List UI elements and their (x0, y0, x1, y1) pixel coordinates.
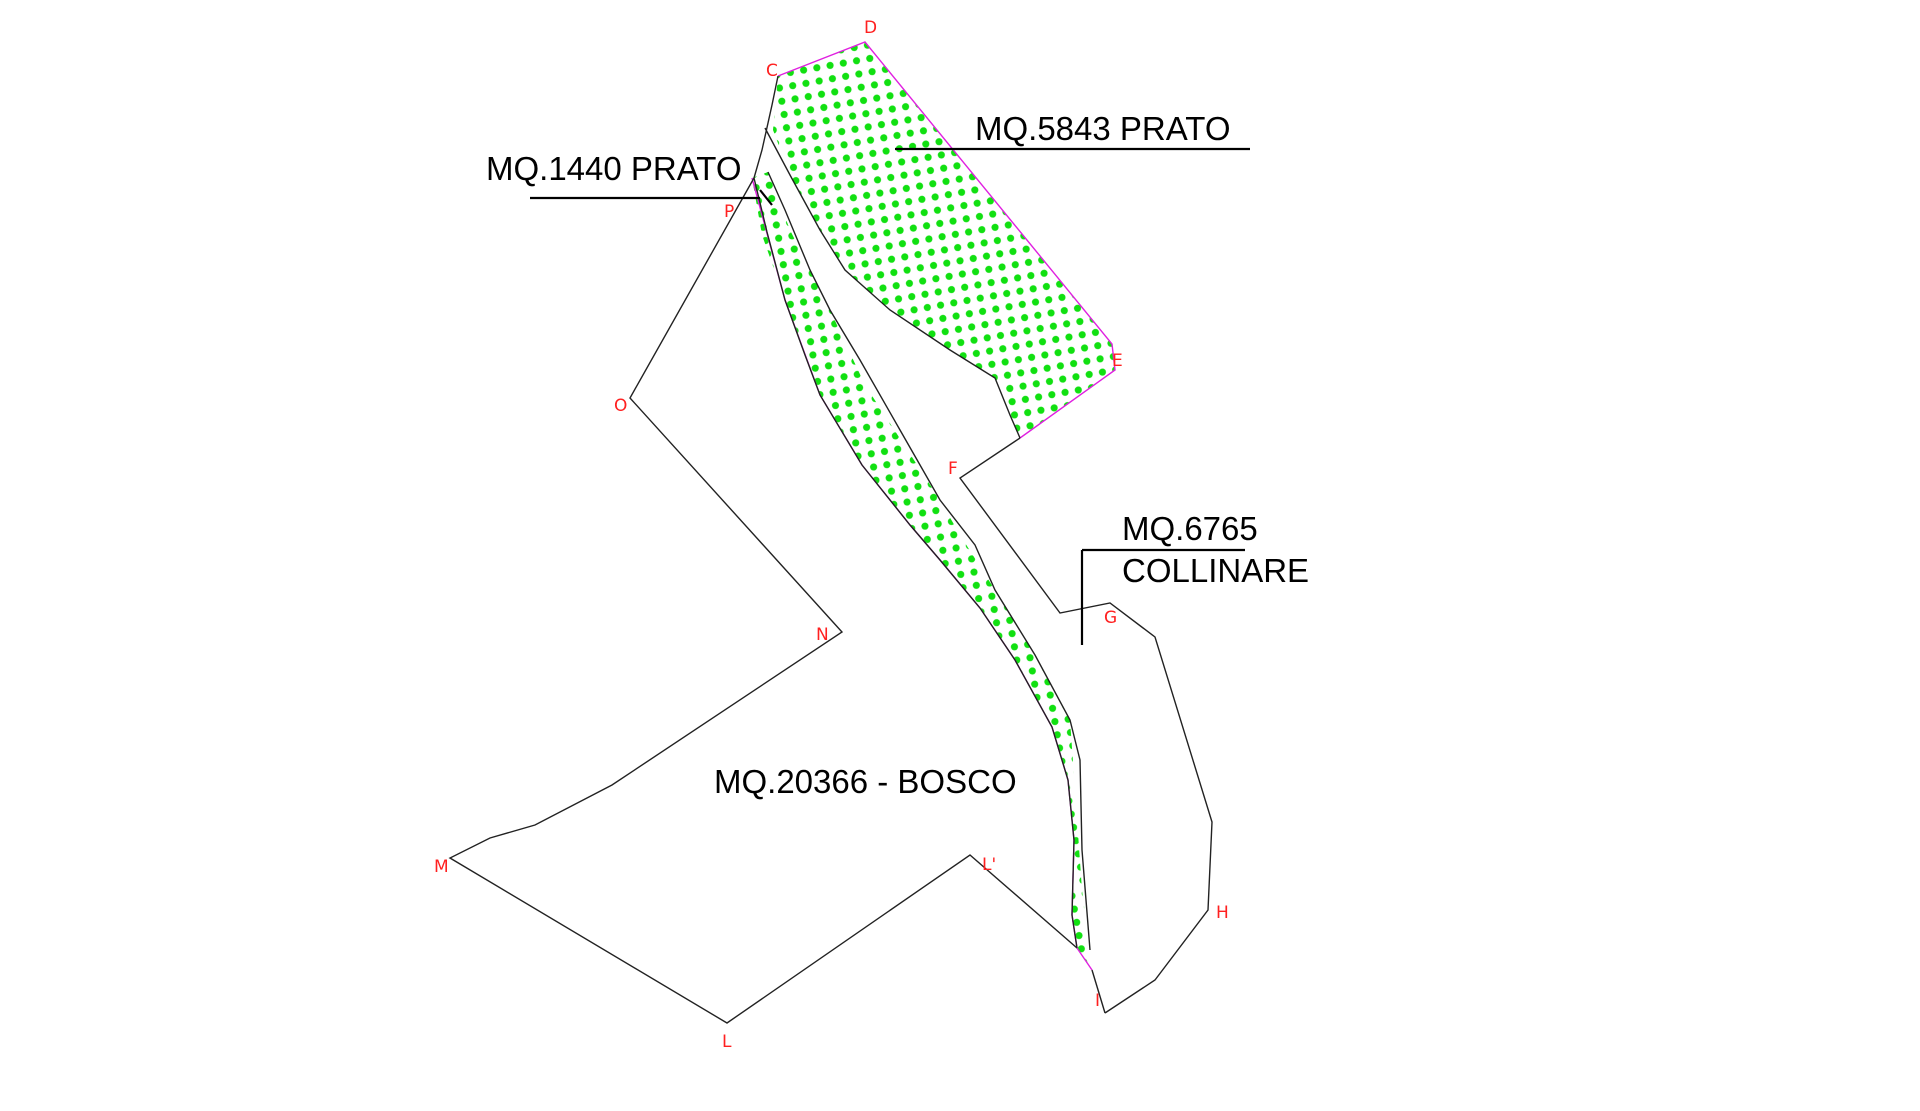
parcel-prato-large-pink-edge (777, 41, 1116, 439)
point-label-p: P (724, 202, 734, 222)
point-label-h: H (1216, 903, 1229, 923)
point-label-e: E (1112, 351, 1123, 371)
boundary-prato-large-inner (764, 127, 1021, 439)
point-label-f: F (948, 459, 958, 479)
boundary-c-to-p (753, 75, 779, 179)
point-label-c: C (766, 61, 778, 81)
parcel-prato-strip-fill (752, 172, 1092, 970)
point-label-l-prime: L' (982, 855, 996, 875)
boundary-strip-right (767, 171, 1091, 951)
boundary-i-closure (1091, 969, 1106, 1014)
point-label-m: M (434, 857, 449, 877)
point-label-i: I (1095, 991, 1100, 1011)
point-label-d: D (864, 18, 877, 38)
label-prato-large: MQ.5843 PRATO (975, 110, 1231, 147)
label-collinare-line1: MQ.6765 (1122, 510, 1258, 547)
boundary-collinare (958, 437, 1213, 1014)
point-label-n: N (816, 625, 829, 645)
label-bosco: MQ.20366 - BOSCO (714, 763, 1017, 800)
label-prato-small: MQ.1440 PRATO (486, 150, 742, 187)
leader-prato-small-tick (759, 189, 773, 206)
point-label-l: L (722, 1032, 732, 1052)
boundary-strip-left (753, 177, 1078, 949)
boundary-bosco (448, 177, 1078, 1024)
parcel-prato-large-fill (773, 42, 1115, 438)
point-label-g: G (1104, 608, 1117, 628)
label-collinare-line2: COLLINARE (1122, 552, 1309, 589)
point-label-o: O (614, 396, 627, 416)
